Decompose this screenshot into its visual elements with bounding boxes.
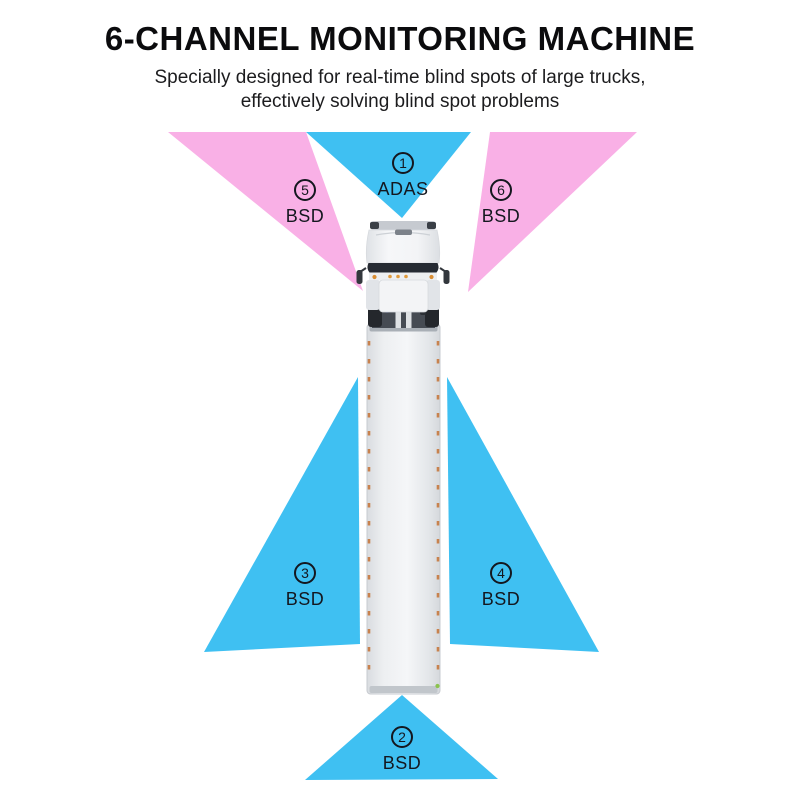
clearance-light bbox=[388, 274, 392, 279]
beam-zone-2-rear bbox=[305, 695, 498, 780]
beam-zone-5-front-left bbox=[168, 132, 363, 291]
truck-trailer bbox=[366, 323, 441, 695]
truck-hood bbox=[378, 279, 429, 313]
header: 6-CHANNEL MONITORING MACHINE Specially d… bbox=[0, 0, 800, 113]
beam-zone-4-right-side bbox=[447, 377, 599, 652]
truck-roof bbox=[365, 229, 441, 264]
beam-zone-3-left-side bbox=[204, 377, 360, 652]
truck-illustration bbox=[356, 221, 450, 695]
clearance-light bbox=[396, 274, 400, 279]
truck-front-bumper bbox=[370, 221, 436, 230]
clearance-light bbox=[404, 274, 408, 279]
truck-windshield bbox=[367, 263, 439, 273]
trailer-rear-lamp bbox=[435, 683, 440, 689]
subtitle-line-1: Specially designed for real-time blind s… bbox=[154, 67, 646, 88]
truck-right-mirror bbox=[443, 270, 450, 284]
subtitle: Specially designed for real-time blind s… bbox=[0, 66, 800, 113]
truck-left-mirror bbox=[356, 270, 363, 284]
subtitle-line-2: effectively solving blind spot problems bbox=[240, 90, 560, 112]
page-title: 6-CHANNEL MONITORING MACHINE bbox=[104, 20, 696, 57]
beam-zone-6-front-right bbox=[468, 132, 637, 292]
beam-zone-1-adas-front bbox=[306, 132, 471, 218]
